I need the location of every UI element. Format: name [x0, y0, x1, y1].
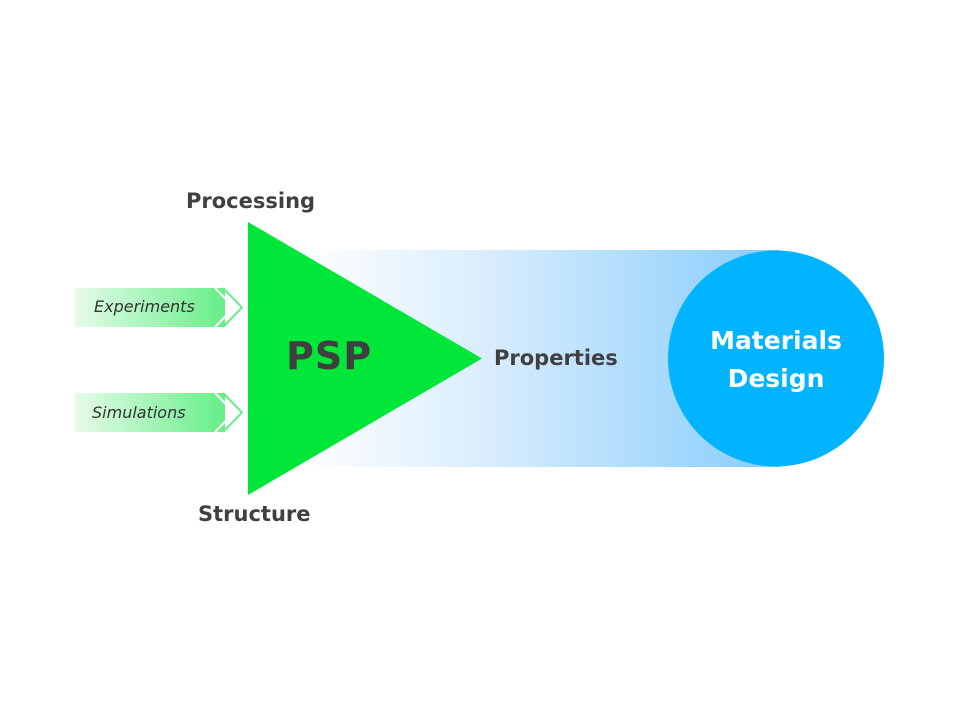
simulations-label: Simulations	[92, 403, 186, 422]
processing-label: Processing	[186, 189, 316, 213]
materials-design-label: Materials Design	[668, 322, 884, 398]
structure-label: Structure	[198, 502, 311, 526]
psp-triangle	[248, 222, 482, 495]
properties-label: Properties	[494, 346, 618, 370]
materials-design-circle	[668, 250, 884, 467]
input-arrow-simulations	[75, 392, 244, 433]
goal-line-2: Design	[727, 364, 825, 393]
goal-line-1: Materials	[710, 326, 842, 355]
psp-label: PSP	[286, 334, 373, 378]
input-arrow-experiments	[75, 287, 244, 328]
experiments-label: Experiments	[94, 297, 195, 316]
